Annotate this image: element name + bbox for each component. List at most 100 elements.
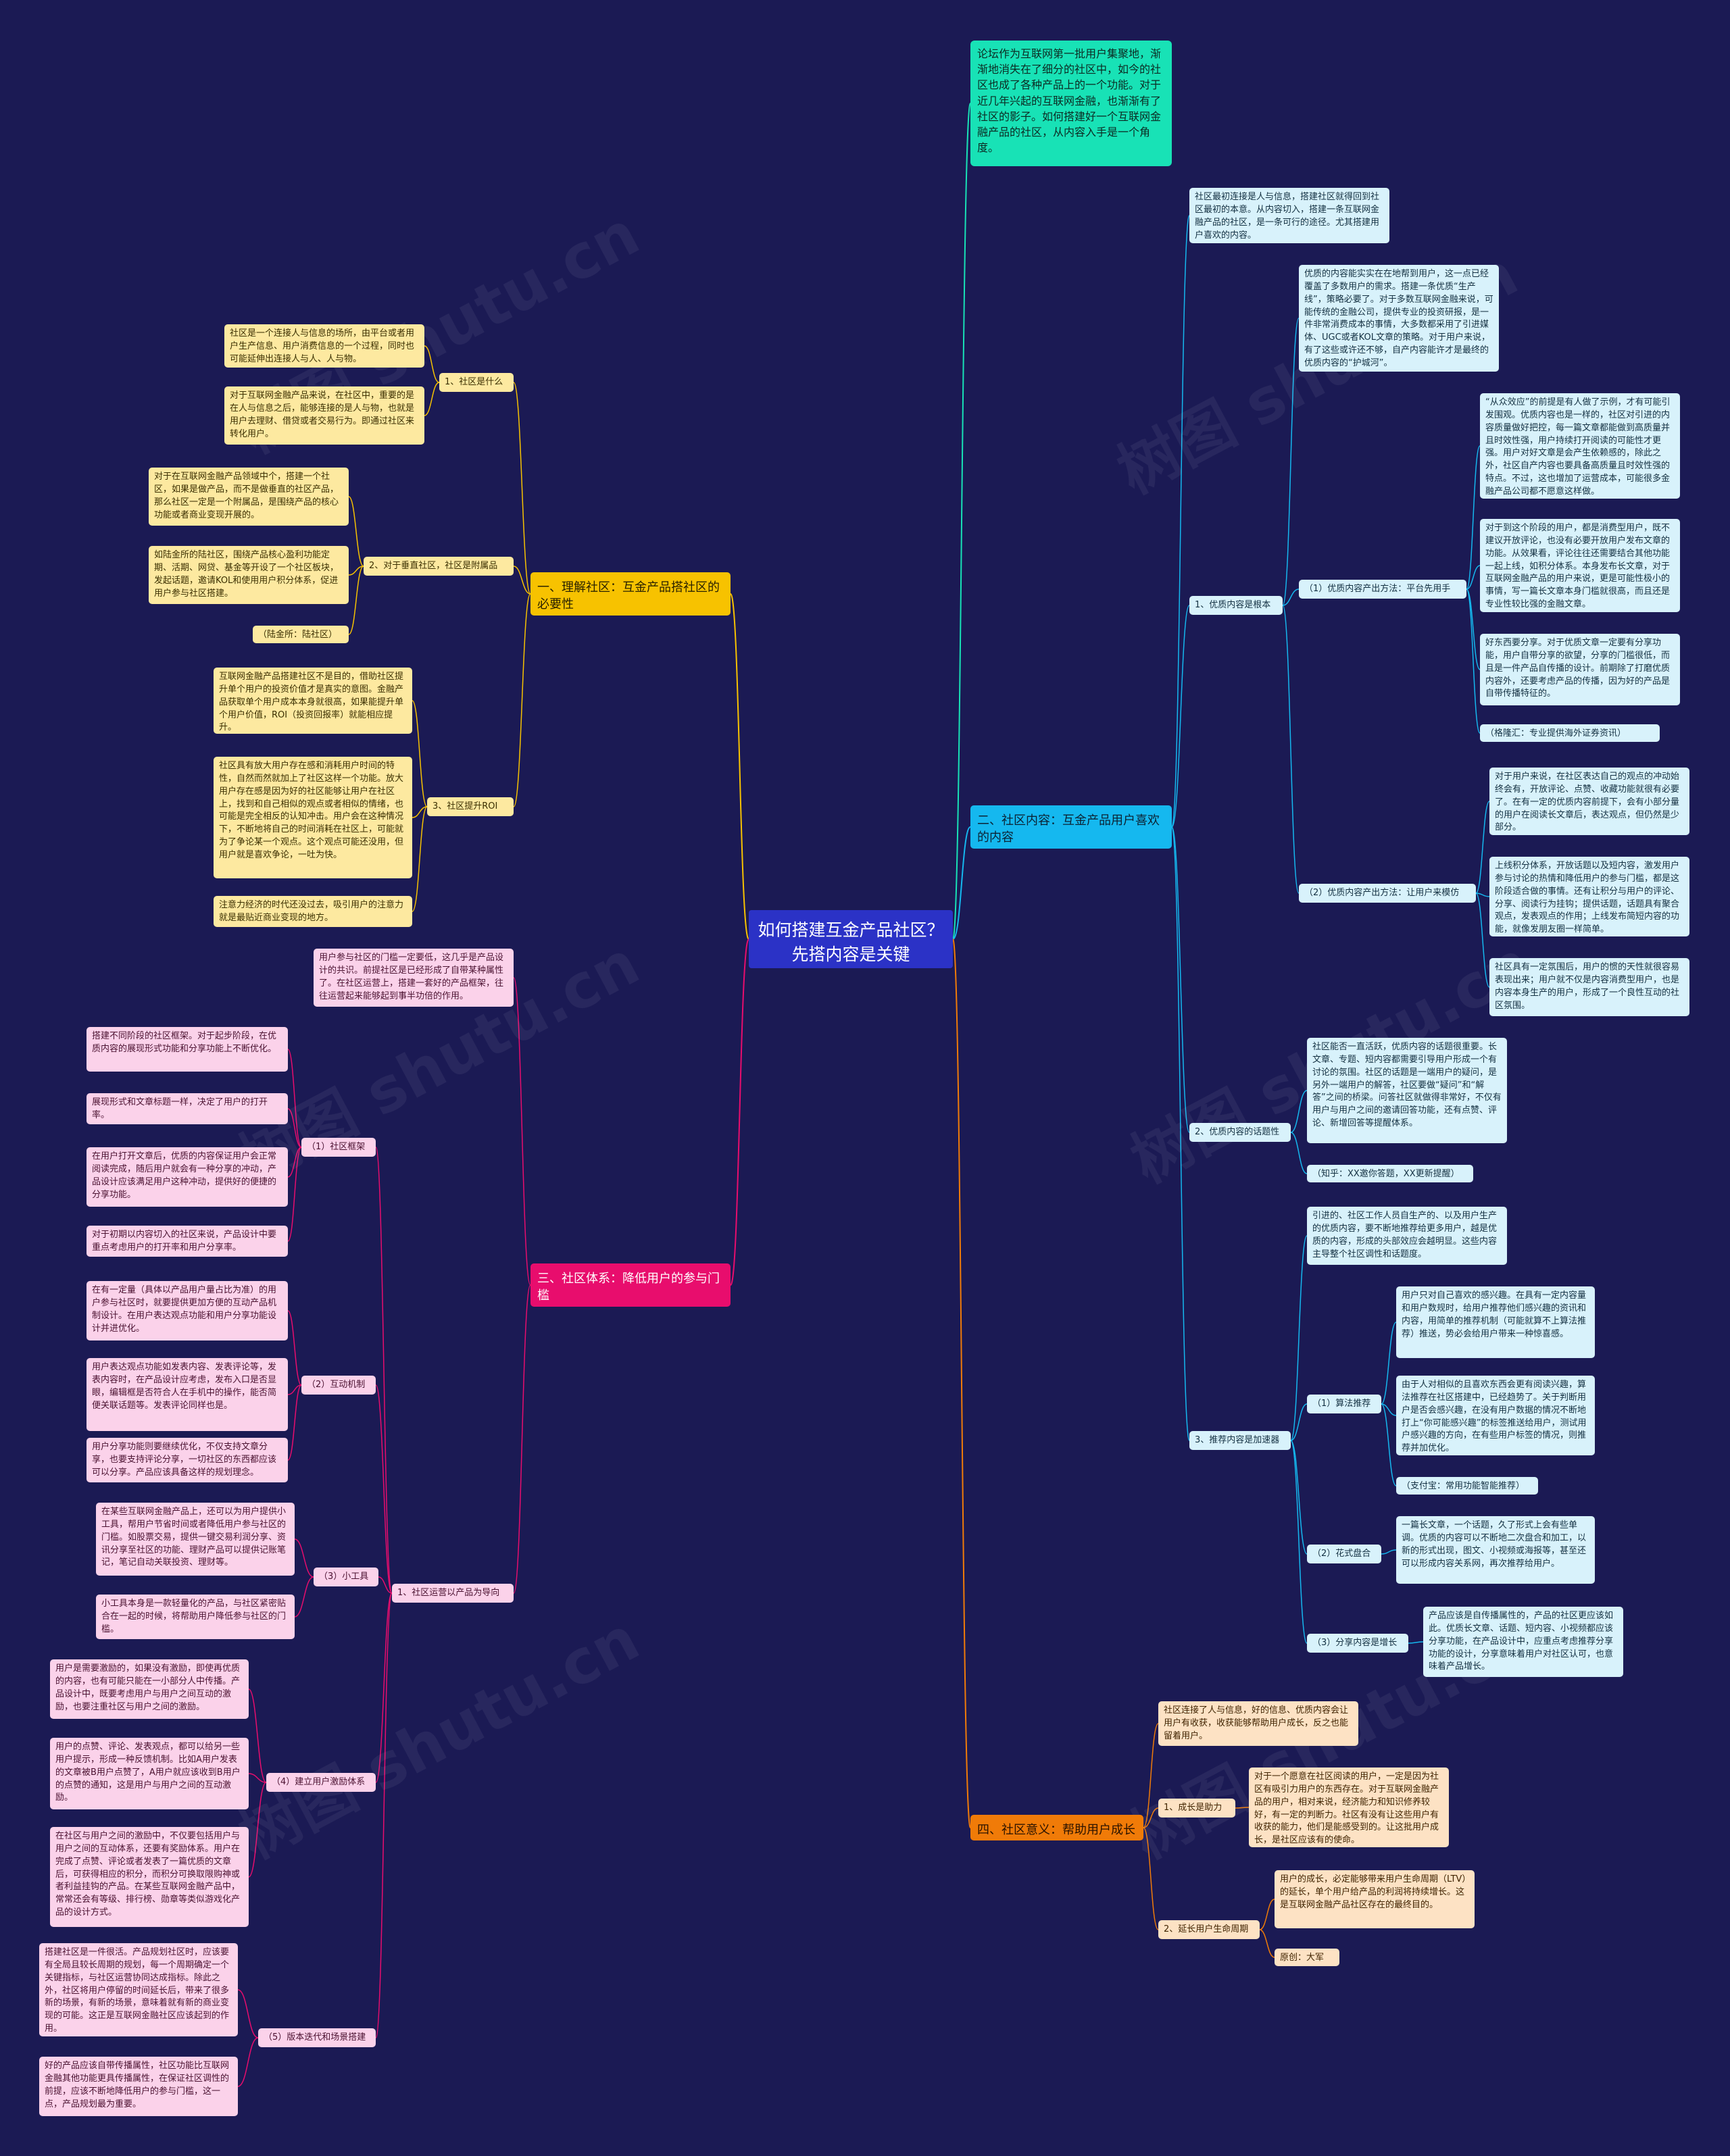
b4-text-0: 社区连接了人与信息，好的信息、优质内容会让用户有收获，收获能够帮助用户成长，反之… [1158, 1701, 1358, 1746]
b2-sub-topicality[interactable]: 2、优质内容的话题性 [1189, 1123, 1291, 1142]
connector-b2-s1-p1-text-2 [1466, 565, 1481, 590]
connector-b2-s2-text-2 [1290, 1132, 1308, 1174]
b2-s1-p1[interactable]: （1）优质内容产出方法：平台先用手 [1299, 580, 1466, 599]
b1-sub-what-is-community[interactable]: 1、社区是什么 [439, 373, 514, 392]
b3-sub-product-oriented[interactable]: 1、社区运营以产品为导向 [392, 1584, 514, 1603]
b3-p1-text-4: 对于初期以内容切入的社区来说，产品设计中要重点考虑用户的打开率和用户分享率。 [86, 1226, 288, 1257]
connector-b1-sub-roi [513, 593, 531, 807]
b3-p2-interaction[interactable]: （2）互动机制 [301, 1376, 376, 1395]
b3-p2-text-2: 用户表达观点功能如发表内容、发表评论等，发表内容时，在产品设计应考虑，发布入口是… [86, 1358, 288, 1431]
b2-s3-p2-remix[interactable]: （2）花式盘合 [1307, 1545, 1381, 1563]
connector-b3-p1-text-1 [287, 1049, 302, 1148]
connector-b2-s3-p2-remix [1290, 1440, 1308, 1555]
b4-sub-growth[interactable]: 1、成长是助力 [1158, 1799, 1235, 1817]
connector-b3-p4-text-2 [248, 1773, 267, 1783]
b1-sub-vertical-community[interactable]: 2、对于垂直社区，社区是附属品 [364, 557, 514, 576]
b1-s2-text-3: （陆金所：陆社区） [253, 626, 349, 643]
b4-s2-text-2: 原创：大军 [1275, 1949, 1339, 1966]
b2-sub-quality-content[interactable]: 1、优质内容是根本 [1189, 596, 1283, 615]
b1-s2-text-2: 如陆金所的陆社区，围绕产品核心盈利功能定期、活期、网贷、基金等开设了一个社区板块… [149, 546, 349, 604]
connector-b2-s3-p1-text-2 [1381, 1403, 1397, 1416]
branch-community-content[interactable]: 二、社区内容：互金产品用户喜欢的内容 [970, 805, 1172, 849]
connector-b1-s3-text-3 [412, 806, 428, 912]
b2-s3-p1-text-3: （支付宝：常用功能智能推荐） [1396, 1477, 1538, 1495]
branch-community-meaning[interactable]: 四、社区意义：帮助用户成长 [970, 1815, 1143, 1840]
b3-p5-iteration[interactable]: （5）版本迭代和场景搭建 [258, 2028, 376, 2047]
connector-b1-s2-text-3 [348, 566, 364, 635]
connector-b2-s3-p1-algorithm [1290, 1403, 1308, 1441]
b3-p1-text-3: 在用户打开文章后，优质的内容保证用户会正常阅读完成，随后用户就会有一种分享的冲动… [86, 1147, 288, 1207]
b2-s1-p1-text-1: “从众效应”的前提是有人做了示例，才有可能引发围观。优质内容也是一样的，社区对引… [1480, 393, 1680, 499]
b1-s1-text-2: 对于互联网金融产品来说，在社区中，重要的是在人与信息之后，能够连接的是人与物，也… [224, 386, 424, 445]
connector-b2-s1-p2-text-3 [1475, 893, 1490, 988]
connector-b3-p4-text-1 [248, 1688, 267, 1783]
b3-p2-text-3: 用户分享功能则要继续优化，不仅支持文章分享，也要支持评论分享，一切社区的东西都应… [86, 1438, 288, 1482]
connector-branch-community-meaning [952, 938, 971, 1828]
b4-sub-lifecycle[interactable]: 2、延长用户生命周期 [1158, 1920, 1260, 1939]
connector-b2-s1-p1 [1282, 588, 1300, 606]
b1-sub-roi[interactable]: 3、社区提升ROI [427, 797, 514, 816]
connector-b2-s1-p1-text-4 [1466, 588, 1481, 734]
connector-intro-text [952, 103, 971, 940]
connector-b1-s1-text-2 [424, 382, 440, 416]
connector-b3-p3-text-1 [294, 1538, 314, 1578]
b2-s2-text-1: 社区能否一直活跃，优质内容的话题很重要。长文章、专题、短内容都需要引导用户形成一… [1307, 1038, 1507, 1143]
b3-p2-text-1: 在有一定量（具体以产品用户量占比为准）的用户参与社区时，就要提供更加方便的互动产… [86, 1281, 288, 1340]
intro-text: 论坛作为互联网第一批用户集聚地，渐渐地消失在了细分的社区中，如今的社区也成了各种… [970, 41, 1172, 166]
b4-s2-text-1: 用户的成长，必定能够带来用户生命周期（LTV）的延长，单个用户给产品的利润将持续… [1275, 1870, 1475, 1928]
b2-s1-p2-text-2: 上线积分体系，开放话题以及短内容，激发用户参与讨论的热情和降低用户的参与门槛，都… [1489, 857, 1689, 936]
b2-s1-p2[interactable]: （2）优质内容产出方法：让用户来模仿 [1299, 884, 1476, 903]
b2-s1-p1-text-4: （格隆汇：专业提供海外证券资讯） [1480, 724, 1660, 742]
connector-b3-p4-incentive [375, 1593, 393, 1783]
connector-b1-s1-text-1 [424, 345, 440, 383]
b3-p4-incentive[interactable]: （4）建立用户激励体系 [266, 1773, 376, 1792]
connector-b3-p4-text-3 [248, 1782, 267, 1878]
b2-sub-recommendation[interactable]: 3、推荐内容是加速器 [1189, 1431, 1291, 1450]
branch-community-system[interactable]: 三、社区体系：降低用户的参与门槛 [530, 1263, 731, 1307]
b2-s3-p3-share[interactable]: （3）分享内容是增长 [1307, 1634, 1408, 1653]
connector-b2-s3-text-0 [1290, 1235, 1308, 1441]
branch-understand-community[interactable]: 一、理解社区：互金产品搭社区的必要性 [530, 572, 731, 616]
root-topic[interactable]: 如何搭建互金产品社区？先搭内容是关键 [749, 910, 953, 968]
b3-p4-text-1: 用户是需要激励的，如果没有激励，即使再优质的内容，也有可能只能在一小部分人中传播… [50, 1659, 249, 1719]
b3-p3-text-2: 小工具本身是一款轻量化的产品，与社区紧密贴合在一起的时候，将帮助用户降低参与社区… [96, 1595, 295, 1639]
connector-b3-p2-text-2 [287, 1384, 302, 1395]
connector-b2-s1-p2-text-1 [1475, 801, 1490, 894]
b2-s1-p1-text-2: 对于到这个阶段的用户，都是消费型用户，既不建议开放评论，也没有必要开放用户发布文… [1480, 519, 1680, 612]
b1-s3-text-2: 社区具有放大用户存在感和消耗用户时间的特性，自然而然就加上了社区这样一个功能。放… [214, 757, 412, 878]
connector-b1-sub-what-is-community [513, 382, 531, 595]
connector-b3-p3-tools [378, 1576, 393, 1594]
b2-s3-p1-algorithm[interactable]: （1）算法推荐 [1307, 1395, 1381, 1413]
connector-b3-p2-text-3 [287, 1384, 302, 1461]
connector-b3-p2-text-1 [287, 1310, 302, 1386]
b2-s1-text-0: 优质的内容能实实在在地帮到用户，这一点已经覆盖了多数用户的需求。搭建一条优质“生… [1299, 265, 1499, 372]
b2-s2-text-2: （知乎：XX邀你答题，XX更新提醒） [1307, 1165, 1473, 1182]
connector-b4-sub-growth [1143, 1807, 1159, 1828]
b2-s3-p1-text-1: 用户只对自己喜欢的感兴趣。在具有一定内容量和用户数规时，给用户推荐他们感兴趣的资… [1396, 1286, 1595, 1358]
b2-s3-p2-text-1: 一篇长文章，一个话题，久了形式上会有些单调。优质的内容可以不断地二次盘合和加工，… [1396, 1516, 1595, 1584]
b2-s1-p2-text-1: 对于用户来说，在社区表达自己的观点的冲动始终会有，开放评论、点赞、收藏功能就很有… [1489, 768, 1689, 835]
connector-branch-community-content [952, 826, 971, 940]
connector-b3-text-0 [513, 977, 531, 1286]
b3-p4-text-2: 用户的点赞、评论、发表观点，都可以给另一些用户提示，形成一种反馈机制。比如A用户… [50, 1738, 249, 1809]
connector-b2-s1-text-0 [1282, 318, 1300, 606]
connector-b1-sub-vertical-community [513, 566, 531, 595]
connector-b3-p1-text-2 [287, 1108, 302, 1148]
connector-b3-sub-product-oriented [513, 1284, 531, 1594]
b1-s3-text-1: 互联网金融产品搭建社区不是目的，借助社区提升单个用户的投资价值才是真实的意图。金… [214, 668, 412, 734]
connector-b4-s2-text-1 [1259, 1899, 1275, 1930]
connector-b2-s3-p3-text-1 [1408, 1641, 1424, 1644]
connector-b3-p3-text-2 [294, 1576, 314, 1618]
b3-p1-framework[interactable]: （1）社区框架 [301, 1138, 376, 1157]
connector-b2-s3-p3-share [1290, 1440, 1308, 1644]
connector-branch-community-system [730, 938, 749, 1286]
connector-b2-s3-p1-text-3 [1381, 1403, 1397, 1486]
connector-b4-text-0 [1143, 1723, 1159, 1828]
connector-b2-text-0 [1171, 215, 1190, 828]
b3-p3-tools[interactable]: （3）小工具 [314, 1568, 378, 1586]
connector-b2-s3-p2-text-1 [1381, 1549, 1397, 1555]
b3-p5-text-1: 搭建社区是一件很活。产品规划社区时，应该要有全局且较长周期的规划，每一个周期确定… [39, 1943, 238, 2036]
connector-b2-s1-p1-text-1 [1466, 445, 1481, 590]
b3-p3-text-1: 在某些互联网金融产品上，还可以为用户提供小工具，帮用户节省时间或者降低用户参与社… [96, 1503, 295, 1576]
